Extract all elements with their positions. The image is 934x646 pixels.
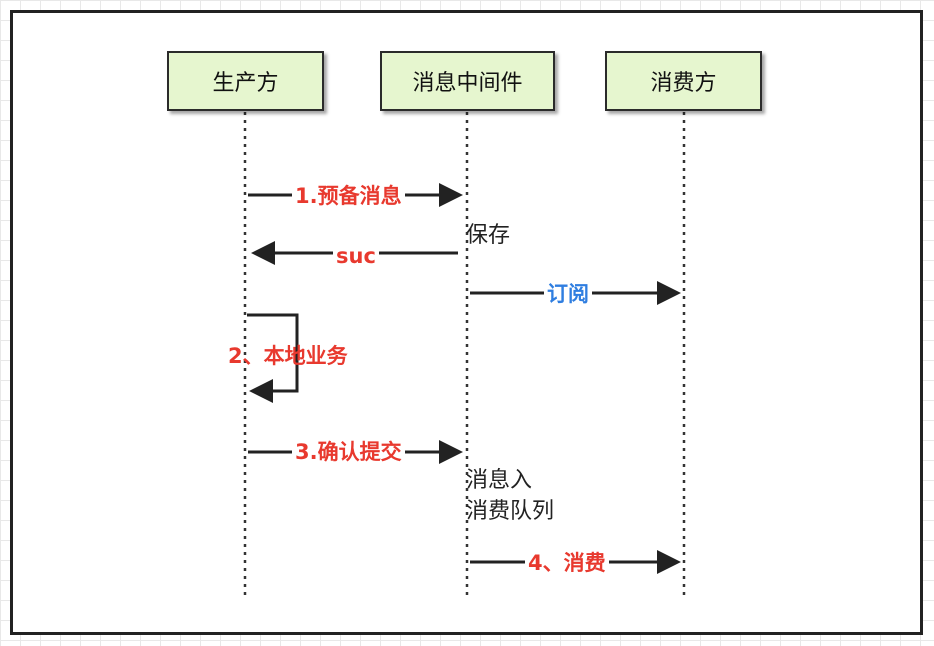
label-consume: 4、消费	[525, 553, 609, 574]
arrow-local-business	[247, 313, 299, 403]
note-enqueue-line1: 消息入	[466, 468, 533, 493]
label-local-business: 2、本地业务	[228, 344, 348, 368]
label-prepare-message: 1.预备消息	[292, 186, 405, 207]
actor-consumer-label: 消费方	[650, 71, 717, 96]
actor-producer: 生产方	[167, 51, 324, 111]
actor-consumer: 消费方	[605, 51, 762, 111]
actor-middleware: 消息中间件	[380, 51, 555, 111]
label-suc: suc	[333, 246, 379, 267]
note-save: 保存	[466, 223, 511, 248]
label-subscribe: 订阅	[544, 284, 592, 305]
actor-middleware-label: 消息中间件	[412, 71, 523, 96]
note-enqueue-line2: 消费队列	[466, 499, 555, 524]
label-confirm: 3.确认提交	[292, 442, 405, 463]
actor-producer-label: 生产方	[212, 71, 279, 96]
